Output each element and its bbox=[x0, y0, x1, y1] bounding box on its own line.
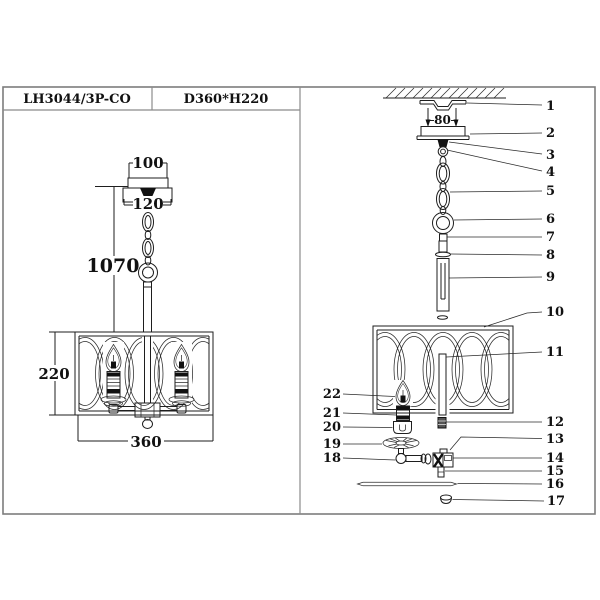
threaded-rod bbox=[356, 481, 458, 487]
part-label-16: 16 bbox=[546, 477, 564, 492]
dim-100-label: 100 bbox=[132, 154, 163, 172]
part-label-1: 1 bbox=[546, 99, 555, 114]
shade-drum-exploded bbox=[372, 325, 514, 416]
dim-shade-diameter: 360 bbox=[77, 415, 214, 451]
part-label-12: 12 bbox=[546, 415, 564, 430]
part-label-5: 5 bbox=[546, 184, 555, 199]
size-spec: D360*H220 bbox=[184, 92, 269, 107]
arms-hub bbox=[118, 402, 177, 429]
dim-120-label: 120 bbox=[132, 195, 163, 213]
bulb-socket-cup bbox=[393, 379, 413, 434]
part-label-10: 10 bbox=[546, 305, 564, 320]
ring-exploded bbox=[432, 212, 454, 242]
part-label-9: 9 bbox=[546, 270, 555, 285]
part-labels-left: 22 21 20 19 18 bbox=[323, 387, 341, 466]
knurled-cylinder bbox=[437, 417, 447, 429]
canopy-exploded bbox=[416, 126, 470, 140]
part-label-20: 20 bbox=[323, 420, 341, 435]
hub-assembly bbox=[432, 448, 454, 478]
candle-right bbox=[168, 342, 195, 414]
bobeche-dish bbox=[382, 437, 420, 454]
chain-exploded bbox=[436, 156, 450, 215]
dim-shade-height: 220 bbox=[37, 331, 75, 416]
part-label-4: 4 bbox=[546, 165, 555, 180]
part-label-3: 3 bbox=[546, 148, 555, 163]
part-label-13: 13 bbox=[546, 432, 564, 447]
hanging-ring bbox=[138, 262, 158, 283]
mounting-bracket bbox=[419, 100, 467, 111]
ceiling bbox=[383, 87, 506, 99]
dim-220-label: 220 bbox=[38, 365, 69, 383]
dim-1070-label: 1070 bbox=[87, 255, 140, 277]
part-label-17: 17 bbox=[547, 494, 565, 509]
part-label-14: 14 bbox=[546, 451, 564, 466]
part-label-22: 22 bbox=[323, 387, 341, 402]
left-view: 100 120 bbox=[37, 154, 214, 451]
dim-overall-height: 1070 bbox=[87, 186, 140, 332]
elbow-arm bbox=[395, 453, 432, 465]
end-cap bbox=[440, 494, 452, 505]
dim-canopy-top: 100 bbox=[128, 154, 168, 178]
rod-washer-tube bbox=[435, 240, 451, 320]
part-label-6: 6 bbox=[546, 212, 555, 227]
part-labels-right: 1 2 3 4 5 6 7 8 9 10 11 12 13 14 15 16 1… bbox=[546, 99, 565, 509]
dim-canopy: 120 bbox=[123, 195, 172, 213]
part-label-8: 8 bbox=[546, 248, 555, 263]
chain bbox=[142, 212, 154, 266]
stem-rod bbox=[143, 281, 152, 333]
part-label-15: 15 bbox=[546, 464, 564, 479]
part-label-11: 11 bbox=[546, 345, 564, 360]
part-label-7: 7 bbox=[546, 230, 555, 245]
right-view: 80 bbox=[323, 87, 565, 509]
dim-80-label: 80 bbox=[434, 113, 451, 127]
part-label-18: 18 bbox=[323, 451, 341, 466]
dim-360-label: 360 bbox=[130, 433, 161, 451]
model-code: LH3044/3P-CO bbox=[23, 92, 131, 107]
drawing-frame bbox=[2, 86, 596, 515]
candle-left bbox=[100, 342, 127, 414]
part-label-21: 21 bbox=[323, 406, 341, 421]
leader-lines bbox=[342, 102, 545, 502]
dim-mount-spacing: 80 bbox=[425, 108, 459, 127]
part-label-2: 2 bbox=[546, 126, 555, 141]
part-label-19: 19 bbox=[323, 437, 341, 452]
collar-and-loop bbox=[437, 139, 449, 157]
title-block: LH3044/3P-CO D360*H220 bbox=[23, 92, 268, 107]
